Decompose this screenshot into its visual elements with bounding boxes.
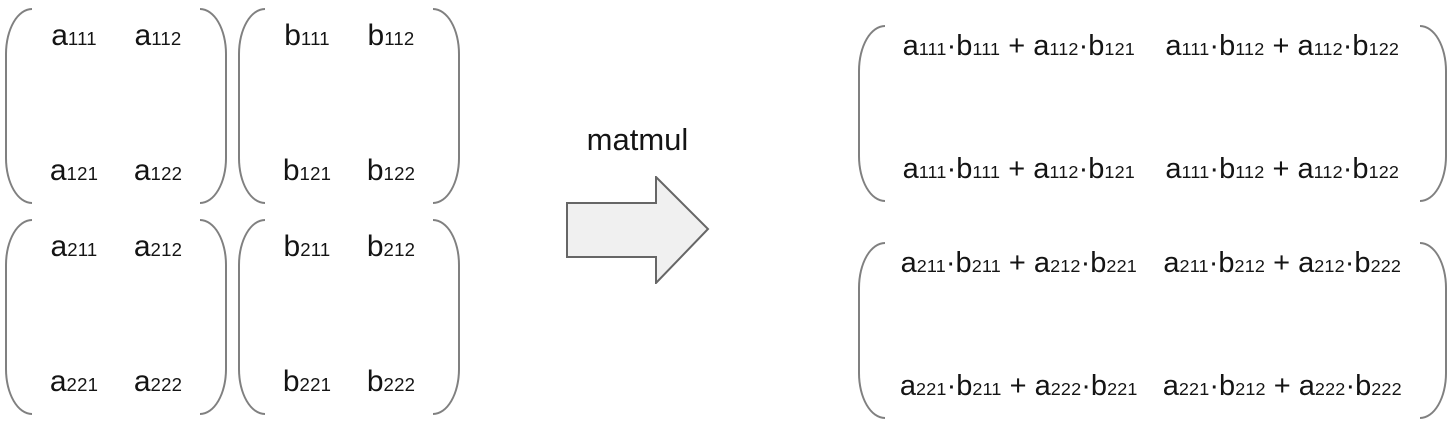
left-paren [858,25,885,202]
result-matrix-batch-1: a111·b111 + a112·b121 a111·b112 + a112·b… [858,25,1447,202]
matrix-a-batch-1: a111 a112 a121 a122 [5,8,227,204]
left-paren [858,242,885,419]
batch-1-inputs: a111 a112 a121 a122 b111 b112 b121 b122 [5,8,460,204]
right-paren [200,8,227,204]
right-paren [1420,25,1447,202]
left-paren [5,8,32,204]
left-paren [238,8,265,204]
matrix-cell: a211·b211 + a212·b221 [900,247,1137,279]
matrix-cell: a221·b211 + a222·b221 [899,370,1138,402]
matrix-cell: a111·b111 + a112·b121 [902,30,1135,62]
matrix-cell: b221 [282,365,332,398]
matrix-cell: a111 [51,19,97,52]
matrix-cell: a221·b212 + a222·b222 [1162,370,1402,402]
right-paren [433,219,460,415]
matrix-cell: b121 [282,154,332,187]
matrix-grid: a211·b211 + a212·b221 a211·b212 + a212·b… [885,242,1420,419]
matrix-cell: a112 [134,19,182,52]
matrix-grid: a111·b111 + a112·b121 a111·b112 + a112·b… [885,25,1420,202]
left-paren [5,219,32,415]
matmul-label: matmul [586,122,689,157]
matrix-cell: a122 [133,154,183,187]
matrix-grid: b111 b112 b121 b122 [265,8,433,204]
matrix-b-batch-1: b111 b112 b121 b122 [238,8,460,204]
matrix-cell: a111·b111 + a112·b121 [902,153,1135,185]
matrix-cell: a222 [133,365,183,398]
left-paren [238,219,265,415]
matrix-cell: b122 [366,154,416,187]
output-matrices-group: a111·b111 + a112·b121 a111·b112 + a112·b… [858,25,1447,419]
matrix-grid: b211 b212 b221 b222 [265,219,433,415]
matrix-cell: a211·b212 + a212·b222 [1163,247,1402,279]
matrix-b-batch-2: b211 b212 b221 b222 [238,219,460,415]
input-matrices-group: a111 a112 a121 a122 b111 b112 b121 b122 [5,8,460,415]
matrix-cell: a211 [50,230,98,263]
matrix-cell: a221 [49,365,99,398]
matrix-a-batch-2: a211 a212 a221 a222 [5,219,227,415]
right-paren [1420,242,1447,419]
arrow-right-icon [566,176,710,284]
matrix-cell: b212 [366,230,416,263]
right-paren [433,8,460,204]
matrix-cell: b222 [366,365,416,398]
matrix-cell: b211 [283,230,331,263]
matrix-cell: a212 [133,230,183,263]
result-matrix-batch-2: a211·b211 + a212·b221 a211·b212 + a212·b… [858,242,1447,419]
matrix-cell: a111·b112 + a112·b122 [1165,30,1400,62]
right-paren [200,219,227,415]
matrix-cell: a111·b112 + a112·b122 [1165,153,1400,185]
matrix-grid: a111 a112 a121 a122 [32,8,200,204]
matrix-cell: b111 [284,19,330,52]
matrix-cell: a121 [49,154,99,187]
matrix-cell: b112 [367,19,415,52]
batch-2-inputs: a211 a212 a221 a222 b211 b212 b221 b222 [5,219,460,415]
matrix-grid: a211 a212 a221 a222 [32,219,200,415]
